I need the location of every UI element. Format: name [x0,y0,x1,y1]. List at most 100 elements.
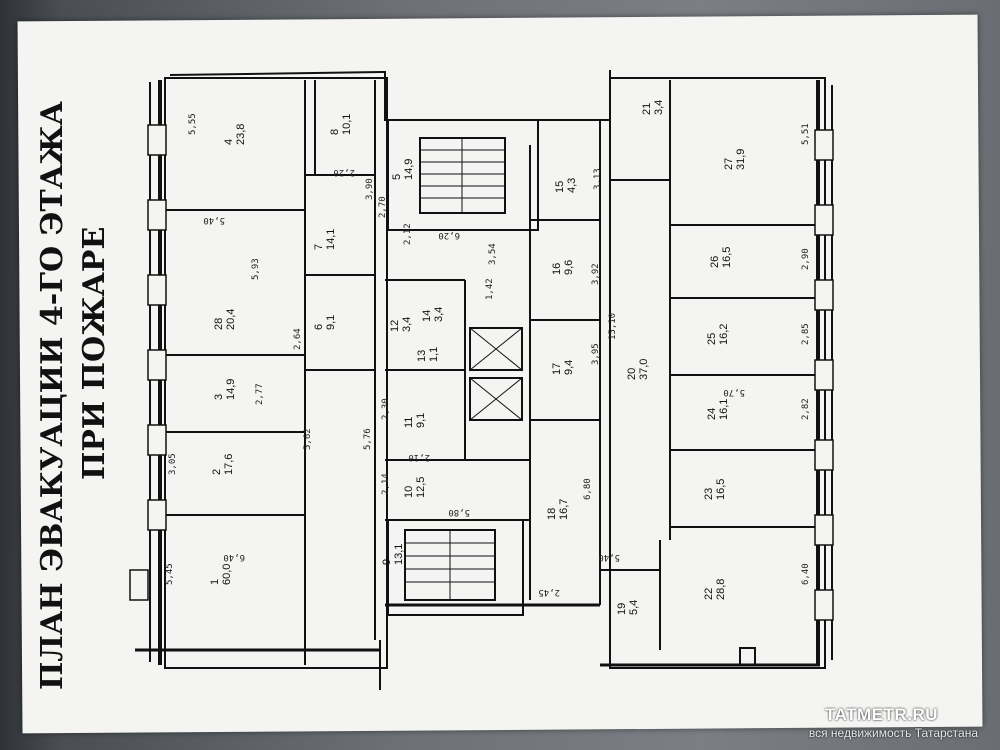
room-12-area: 3,4 [401,317,413,332]
room-1-area: 60,0 [221,564,233,585]
dimension-label: 5,40 [598,552,620,562]
room-23-label: 23 [703,488,715,500]
dimension-label: 3,92 [591,263,601,285]
dimension-label: 6,40 [801,563,811,585]
left-wing-walls [135,70,611,690]
room-17-area: 9,4 [563,360,575,375]
dimension-label: 6,40 [223,552,245,562]
dimension-label: 5,55 [188,113,198,135]
room-25-label: 25 [706,333,718,345]
room-10-area: 12,5 [415,477,427,498]
dimension-label: 5,62 [303,428,313,450]
room-13-label: 13 [416,350,428,362]
dimension-label: 2,20 [333,167,355,177]
dimension-label: 1,42 [485,278,495,300]
room-28-label: 28 [213,318,225,330]
room-16-area: 9,6 [563,260,575,275]
dimension-labels: 5,55 5,40 5,93 6,40 5,45 3,05 2,77 2,64 … [165,113,811,597]
room-28-area: 20,4 [225,309,237,330]
room-9-area: 13,1 [393,544,405,565]
room-21-label: 21 [641,103,653,115]
dimension-label: 2,77 [255,383,265,405]
room-15-label: 15 [554,181,566,193]
plan-title: ПЛАН ЭВАКУАЦИИ 4-ГО ЭТАЖА ПРИ ПОЖАРЕ [35,100,112,690]
room-21-area: 3,4 [653,100,665,115]
room-11-area: 9,1 [415,413,427,428]
dimension-label: 6,20 [438,230,460,240]
dimension-label: 6,80 [583,478,593,500]
room-1-label: 1 [209,579,221,585]
room-11-label: 11 [403,417,415,428]
dimension-label: 5,76 [363,428,373,450]
dimension-label: 2,82 [801,398,811,420]
room-7-area: 14,1 [325,229,337,250]
room-25-area: 16,2 [718,324,730,345]
room-4-label: 4 [223,139,235,145]
room-3-area: 14,9 [225,379,237,400]
dimension-label: 2,12 [403,223,413,245]
room-6-label: 6 [313,324,325,330]
room-19-label: 19 [616,603,628,615]
room-8-area: 10,1 [341,114,353,135]
watermark-tagline: вся недвижимость Татарстана [808,726,978,740]
room-18-label: 18 [546,508,558,520]
room-23-area: 16,5 [715,479,727,500]
room-8-label: 8 [329,129,341,135]
dimension-label: 3,54 [488,243,498,265]
room-3-label: 3 [213,394,225,400]
room-5-area: 14,9 [403,159,415,180]
dimension-label: 2,85 [801,323,811,345]
dimension-label: 2,90 [801,248,811,270]
room-26-label: 26 [709,256,721,268]
plan-title-line2: ПРИ ПОЖАРЕ [77,227,112,480]
dimension-label: 2,45 [538,587,560,597]
room-5-label: 5 [391,174,403,180]
dimension-label: 5,93 [251,258,261,280]
room-24-area: 16,1 [718,399,730,420]
dimension-label: 2,10 [408,452,430,462]
dimension-label: 5,70 [723,387,745,397]
dimension-label: 3,90 [365,178,375,200]
dimension-label: 2,70 [378,196,388,218]
room-2-label: 2 [211,469,223,475]
room-7-label: 7 [313,244,325,250]
left-window-piers [129,124,167,601]
central-block-walls [385,119,601,616]
room-20-label: 20 [626,368,638,380]
dimension-label: 2,14 [381,473,391,495]
room-20-area: 37,0 [638,359,650,380]
room-4-area: 23,8 [235,124,247,145]
room-19-area: 5,4 [628,600,640,615]
room-14-area: 3,4 [433,307,445,322]
room-22-label: 22 [703,588,715,600]
dimension-label: 2,64 [293,328,303,350]
room-27-area: 31,9 [735,149,747,170]
room-2-area: 17,6 [223,454,235,475]
dimension-label: 5,80 [448,507,470,517]
dimension-label: 5,51 [801,123,811,145]
dimension-label: 2,30 [381,398,391,420]
room-18-area: 16,7 [558,499,570,520]
room-16-label: 16 [551,263,563,275]
dimension-label: 5,40 [203,215,225,225]
dimension-label: 5,45 [165,563,175,585]
room-13-area: 1,1 [428,347,440,362]
room-10-label: 10 [403,486,415,498]
dimension-label: 3,95 [591,343,601,365]
room-14-label: 14 [421,310,433,322]
room-22-area: 28,8 [715,579,727,600]
room-27-label: 27 [723,158,735,170]
room-12-label: 12 [389,320,401,332]
watermark-brand: TATMETR.RU [825,705,938,724]
room-15-area: 4,3 [566,178,578,193]
dimension-label: 3,05 [168,453,178,475]
room-26-area: 16,5 [721,247,733,268]
room-9-label: 9 [381,559,393,565]
room-24-label: 24 [706,408,718,420]
room-17-label: 17 [551,363,563,375]
right-window-piers [814,129,834,621]
dimension-label: 3,13 [593,168,603,190]
room-6-area: 9,1 [325,315,337,330]
